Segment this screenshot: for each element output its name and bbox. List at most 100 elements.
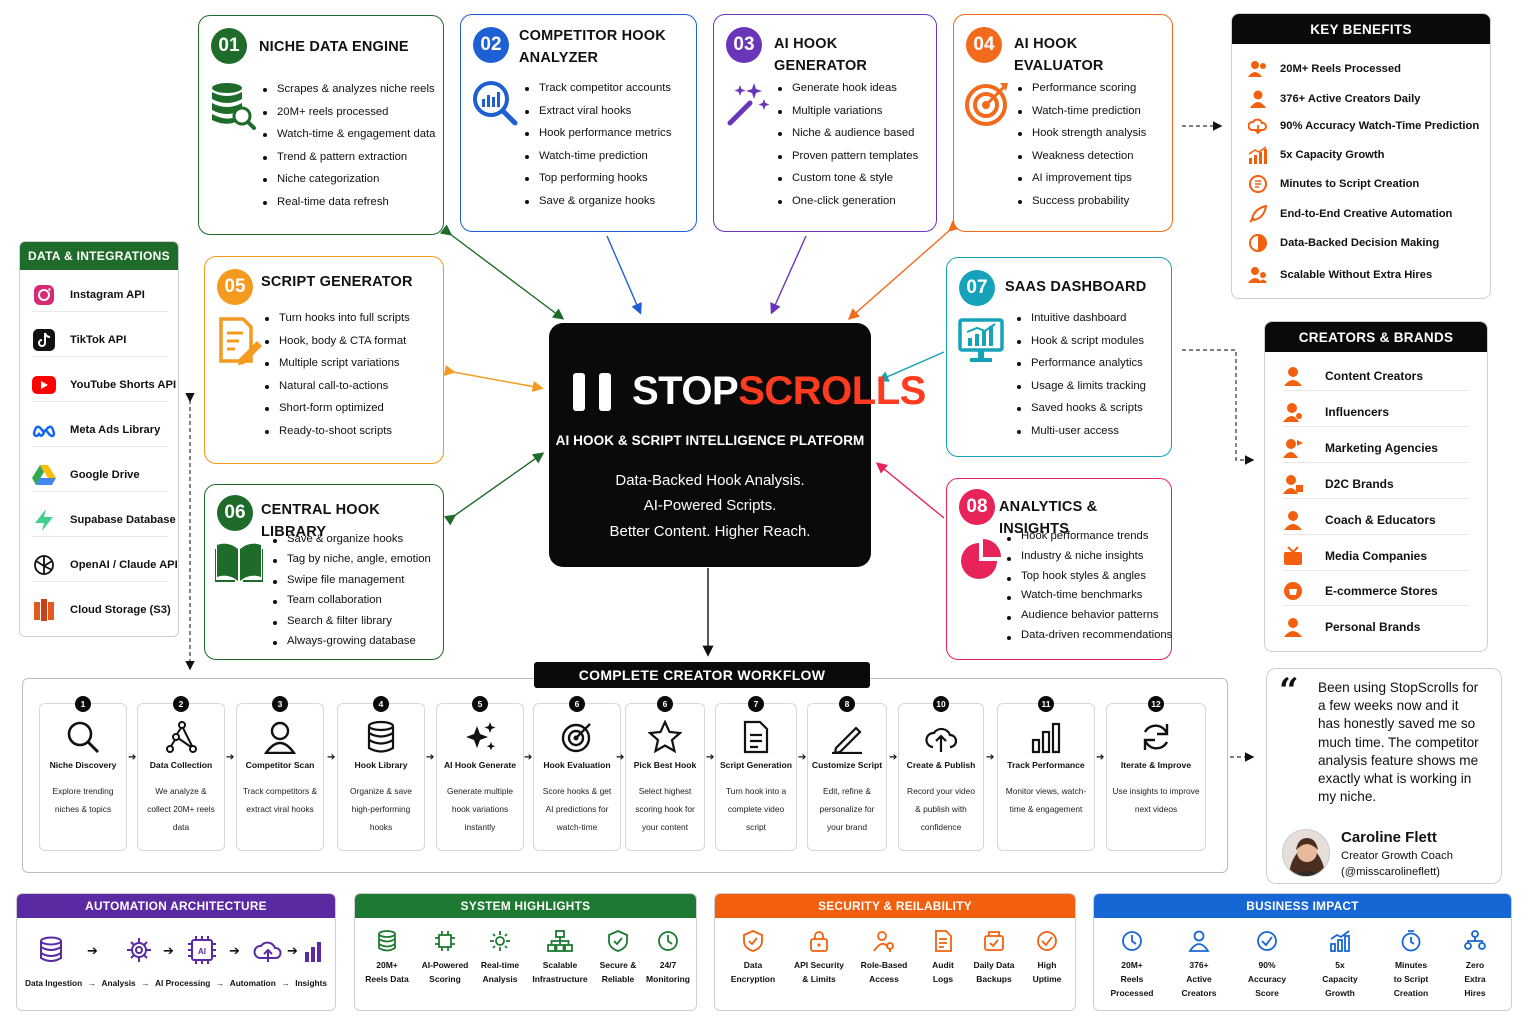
personal-brand-icon xyxy=(1284,618,1302,637)
module-title: SAAS DASHBOARD xyxy=(1005,279,1147,295)
gauge-icon xyxy=(1257,931,1277,951)
automation-flow-labels: Data Ingestion→Analysis→AI Processing→Au… xyxy=(25,978,327,988)
module-central-hook-library: 06 CENTRAL HOOK LIBRARY Save & organize … xyxy=(204,484,444,660)
svg-text:➔: ➔ xyxy=(87,944,98,959)
module-title: AI HOOK EVALUATOR xyxy=(1014,36,1104,74)
database-icon xyxy=(367,720,395,753)
module-niche-data-engine: 01 NICHE DATA ENGINE Scrapes & analyzes … xyxy=(198,15,444,235)
benefit-item: Scalable Without Extra Hires xyxy=(1248,264,1432,286)
benefit-item: 20M+ Reels Processed xyxy=(1248,58,1401,80)
lock-icon xyxy=(810,931,828,952)
users-icon xyxy=(1248,61,1266,77)
svg-text:➔: ➔ xyxy=(163,944,174,959)
clock-script-icon xyxy=(1249,175,1267,193)
system-item: Secure &Reliable xyxy=(588,930,648,986)
workflow-title: COMPLETE CREATOR WORKFLOW xyxy=(534,662,870,688)
module-competitor-hook-analyzer: 02 COMPETITOR HOOK ANALYZER Track compet… xyxy=(460,14,697,232)
creator-item: D2C Brands xyxy=(1283,469,1469,499)
agency-icon xyxy=(1283,438,1303,458)
pie-icon xyxy=(1249,234,1267,252)
step-arrow: ➔ xyxy=(128,752,137,763)
bar-growth-icon xyxy=(1248,146,1267,164)
creator-item: Media Companies xyxy=(1283,541,1469,571)
person-icon xyxy=(1284,366,1302,386)
shield-icon xyxy=(608,930,628,952)
brand-wordmark: STOPSCROLLS xyxy=(632,367,926,415)
module-title: SCRIPT GENERATOR xyxy=(261,274,413,290)
sparkle-icon xyxy=(466,722,496,751)
module-ai-hook-evaluator: 04 AI HOOK EVALUATOR Performance scoring… xyxy=(953,14,1173,232)
benefit-item: Minutes to Script Creation xyxy=(1248,173,1419,195)
chip-icon xyxy=(435,931,455,951)
s3-icon xyxy=(32,598,56,622)
module-number: 05 xyxy=(217,269,253,305)
creators-brands-panel: CREATORS & BRANDS Content Creators Influ… xyxy=(1264,321,1488,652)
svg-text:➔: ➔ xyxy=(287,944,298,959)
benefit-item: 90% Accuracy Watch-Time Prediction xyxy=(1248,115,1479,137)
user-icon xyxy=(1250,90,1266,108)
nodes-icon xyxy=(166,721,197,753)
instagram-icon xyxy=(32,283,56,307)
shield-check-icon xyxy=(743,930,763,952)
meta-icon xyxy=(32,418,56,442)
monitor-chart-icon xyxy=(958,318,1004,362)
cloud-sync-icon xyxy=(1248,118,1267,135)
testimonial-handle: (@misscarolineflett) xyxy=(1341,866,1441,878)
search-icon xyxy=(67,721,100,754)
media-icon xyxy=(1284,545,1302,565)
pie-chart-icon xyxy=(961,539,1001,579)
benefit-item: Data-Backed Decision Making xyxy=(1248,232,1439,254)
key-benefits-title: KEY BENEFITS xyxy=(1232,14,1490,44)
network-icon xyxy=(547,930,573,952)
module-number: 01 xyxy=(211,28,247,64)
key-benefits-panel: KEY BENEFITS 20M+ Reels Processed 376+ A… xyxy=(1231,13,1491,299)
impact-title: BUSINESS IMPACT xyxy=(1094,894,1511,918)
step-arrow: ➔ xyxy=(327,752,336,763)
creator-item: E-commerce Stores xyxy=(1283,576,1469,606)
quote-mark-icon: “ xyxy=(1279,671,1299,711)
coach-icon xyxy=(1284,510,1302,530)
creator-item: Personal Brands xyxy=(1283,612,1469,642)
automation-title: AUTOMATION ARCHITECTURE xyxy=(17,894,335,918)
user-icon xyxy=(263,721,297,754)
database-icon xyxy=(40,936,62,962)
target-icon xyxy=(965,83,1008,126)
open-book-icon xyxy=(215,543,263,582)
google-drive-icon xyxy=(32,463,56,487)
module-title: NICHE DATA ENGINE xyxy=(259,39,409,55)
stopscrolls-hub: STOPSCROLLS AI HOOK & SCRIPT INTELLIGENC… xyxy=(549,323,926,567)
step-arrow: ➔ xyxy=(426,752,435,763)
document-icon xyxy=(743,720,769,754)
supabase-icon xyxy=(32,508,56,532)
pencil-icon xyxy=(832,726,862,754)
refresh-icon xyxy=(1143,724,1169,750)
ai-chip-icon xyxy=(188,936,216,964)
hub-subtitle: AI HOOK & SCRIPT INTELLIGENCE PLATFORM xyxy=(555,433,865,448)
stopscrolls-logo-icon xyxy=(573,373,611,411)
security-item: API Security& Limits xyxy=(789,930,849,986)
svg-text:➔: ➔ xyxy=(229,944,240,959)
module-number: 04 xyxy=(966,27,1002,63)
testimonial-quote: Been using StopScrolls for a few weeks n… xyxy=(1318,680,1479,805)
module-ai-hook-generator: 03 AI HOOK GENERATOR Generate hook ideas… xyxy=(713,14,937,232)
integration-s3: Cloud Storage (S3) xyxy=(32,593,171,627)
module-analytics-insights: 08 ANALYTICS & INSIGHTS Hook performance… xyxy=(946,478,1172,660)
realtime-icon xyxy=(490,931,510,951)
chart-icon xyxy=(305,942,321,962)
integrations-panel: DATA & INTEGRATIONS Instagram API TikTok… xyxy=(19,241,179,637)
